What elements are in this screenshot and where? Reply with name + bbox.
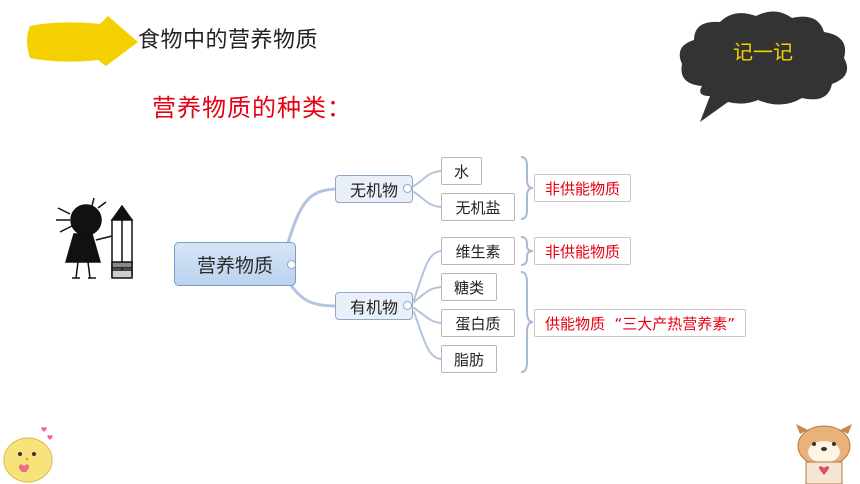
branch-node-organic[interactable]: 有机物 xyxy=(335,292,413,320)
collapse-toggle-inorganic[interactable] xyxy=(403,184,412,193)
leaf-node-protein[interactable]: 蛋白质 xyxy=(441,309,515,337)
root-node-nutrients[interactable]: 营养物质 xyxy=(174,242,296,286)
leaf-node-fat[interactable]: 脂肪 xyxy=(441,345,497,373)
note-non-energy-vitamin[interactable]: 非供能物质 xyxy=(534,237,632,265)
leaf-node-minerals[interactable]: 无机盐 xyxy=(441,193,515,221)
collapse-toggle-organic[interactable] xyxy=(403,301,412,310)
leaf-node-carbohydrate[interactable]: 糖类 xyxy=(441,273,497,301)
page-title: 食物中的营养物质 xyxy=(138,28,319,53)
arrow-bullet-icon xyxy=(27,16,138,66)
cloud-bubble-icon xyxy=(679,11,848,123)
cloud-label: 记一记 xyxy=(733,40,793,64)
section-subtitle: 营养物质的种类： xyxy=(152,94,352,122)
leaf-node-water[interactable]: 水 xyxy=(441,157,482,185)
leaf-node-vitamin[interactable]: 维生素 xyxy=(441,237,515,265)
note-energy-nutrients[interactable]: 供能物质 “三大产热营养素” xyxy=(534,309,747,337)
collapse-toggle-root[interactable] xyxy=(287,260,296,269)
puppy-sticker-icon xyxy=(796,424,852,484)
note-non-energy-inorganic[interactable]: 非供能物质 xyxy=(534,174,632,202)
branch-node-inorganic[interactable]: 无机物 xyxy=(335,175,413,203)
chick-heart-sticker-icon xyxy=(3,426,53,483)
girl-with-pencil-icon xyxy=(56,198,134,279)
